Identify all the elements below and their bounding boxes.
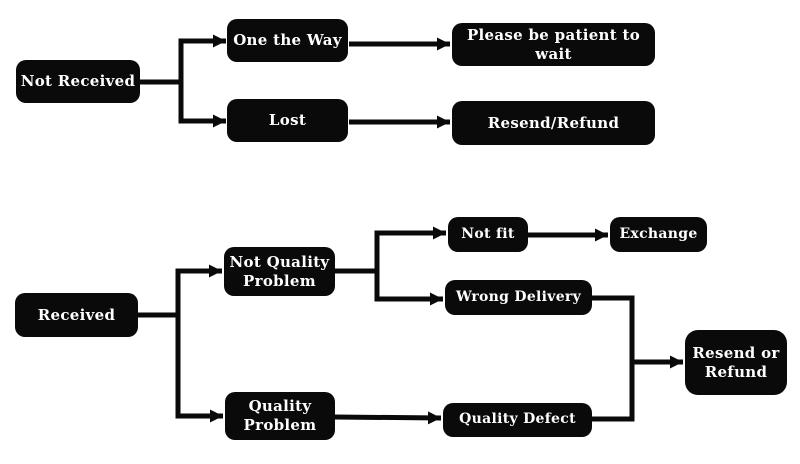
node-quality-defect: Quality Defect xyxy=(443,403,592,437)
edge-not-quality-problem-stem xyxy=(335,230,380,302)
node-lost: Lost xyxy=(227,99,348,142)
edge-received-stem xyxy=(138,268,181,419)
node-please-be-patient-to-wait: Please be patient to wait xyxy=(452,23,655,66)
node-exchange: Exchange xyxy=(610,217,707,252)
node-quality-problem: Quality Problem xyxy=(225,392,335,440)
edge-merge-stem xyxy=(592,295,635,422)
node-received: Received xyxy=(15,293,138,337)
node-resend-refund: Resend/Refund xyxy=(452,101,655,145)
node-wrong-delivery: Wrong Delivery xyxy=(445,280,592,315)
node-not-fit: Not fit xyxy=(448,217,528,252)
node-not-quality-problem: Not Quality Problem xyxy=(224,247,335,296)
edge-not-received-stem xyxy=(140,38,184,124)
node-resend-or-refund: Resend or Refund xyxy=(685,330,787,395)
node-one-the-way: One the Way xyxy=(227,19,348,62)
edge-quality-problem-to-quality-defect xyxy=(334,411,442,425)
node-not-received: Not Received xyxy=(16,60,140,103)
